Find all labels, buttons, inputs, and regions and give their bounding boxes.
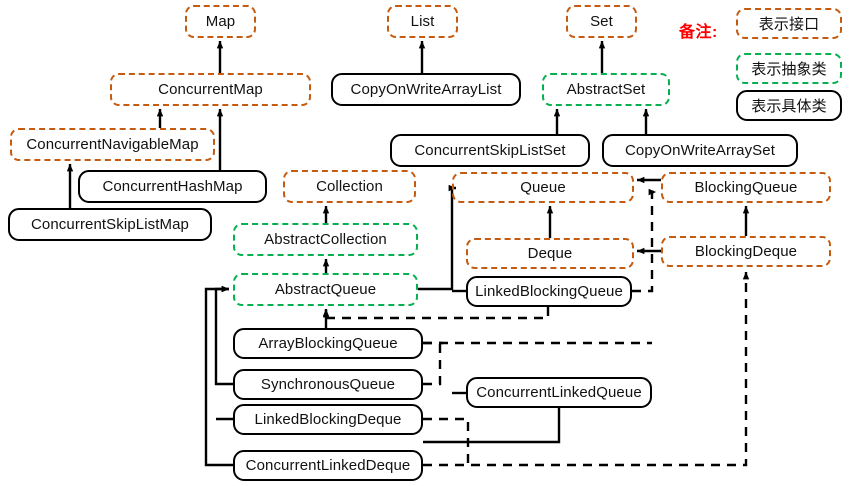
legend-item-interface: 表示接口 <box>736 8 842 39</box>
node-concurrenthashmap[interactable]: ConcurrentHashMap <box>78 170 267 203</box>
node-concurrentskiplistmap[interactable]: ConcurrentSkipListMap <box>8 208 212 241</box>
node-copyonwritearraylist[interactable]: CopyOnWriteArrayList <box>331 73 521 106</box>
node-concurrentlinkedqueue[interactable]: ConcurrentLinkedQueue <box>466 377 652 408</box>
node-copyonwritearrayset[interactable]: CopyOnWriteArraySet <box>602 134 798 167</box>
solid-connectors <box>66 40 750 467</box>
edge-linkedblockingqueue-abstractqueue-dashed <box>322 307 550 320</box>
node-set[interactable]: Set <box>566 5 637 38</box>
node-linkedblockingqueue[interactable]: LinkedBlockingQueue <box>466 276 632 307</box>
edge-linkedblockingqueue-blockingqueue-dashed <box>632 188 657 293</box>
edge-concurrentlinkeddeque-blockingdeque-dashed <box>423 271 750 467</box>
node-collection[interactable]: Collection <box>283 170 416 203</box>
node-abstractcollection[interactable]: AbstractCollection <box>233 223 418 256</box>
node-abstractset[interactable]: AbstractSet <box>542 73 670 106</box>
node-synchronousqueue[interactable]: SynchronousQueue <box>233 369 423 400</box>
edge-concurrentlinkedqueue-join <box>423 408 561 444</box>
edge-abstractqueue-queue <box>418 184 457 291</box>
node-arrayblockingqueue[interactable]: ArrayBlockingQueue <box>233 328 423 359</box>
node-queue[interactable]: Queue <box>452 172 634 203</box>
node-blockingqueue[interactable]: BlockingQueue <box>661 172 831 203</box>
node-linkedblockingdeque[interactable]: LinkedBlockingDeque <box>233 404 423 435</box>
node-abstractqueue[interactable]: AbstractQueue <box>233 273 418 306</box>
dashed-connectors <box>322 188 750 467</box>
node-concurrentskiplistset[interactable]: ConcurrentSkipListSet <box>390 134 590 167</box>
node-blockingdeque[interactable]: BlockingDeque <box>661 236 831 267</box>
edge-synchronousqueue-blockingqueue-dashed <box>423 343 442 386</box>
node-concurrentmap[interactable]: ConcurrentMap <box>110 73 311 106</box>
node-concurrentlinkeddeque[interactable]: ConcurrentLinkedDeque <box>233 450 423 481</box>
node-deque[interactable]: Deque <box>466 238 634 269</box>
edge-synchronousqueue-abstractqueue <box>214 285 233 386</box>
node-list[interactable]: List <box>387 5 458 38</box>
legend-item-concrete: 表示具体类 <box>736 90 842 121</box>
edge-concurrentlinkeddeque-abstractqueue <box>204 285 233 467</box>
legend-item-abstract: 表示抽象类 <box>736 53 842 84</box>
legend-title: 备注: <box>679 24 718 41</box>
node-concurrentnavigablemap[interactable]: ConcurrentNavigableMap <box>10 128 215 161</box>
node-map[interactable]: Map <box>185 5 256 38</box>
